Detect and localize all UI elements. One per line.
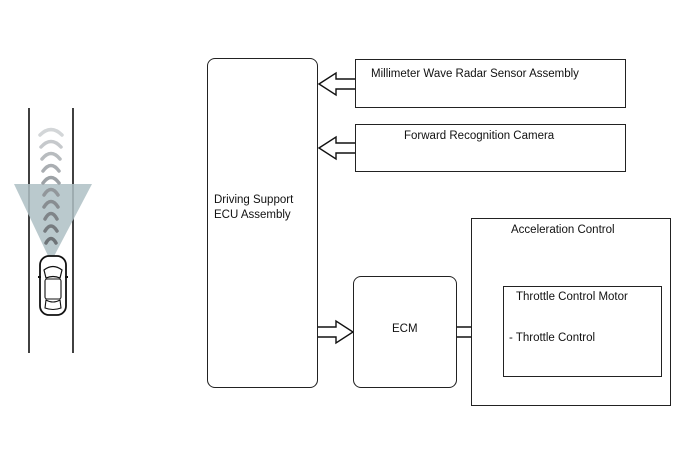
throttle-control-motor-box: [503, 286, 662, 377]
hollow-arrow-icon: [317, 71, 357, 97]
throttle-control-item: - Throttle Control: [509, 332, 596, 344]
forward-camera-box: [355, 124, 626, 172]
sensor-beam: [14, 184, 92, 262]
vehicle-top-view-icon: [38, 255, 68, 316]
ecm-label: ECM: [392, 323, 418, 335]
forward-camera-label: Forward Recognition Camera: [404, 130, 555, 142]
throttle-control-motor-title: Throttle Control Motor: [516, 291, 628, 303]
radar-sensor-box: [355, 59, 626, 108]
ecm-box: [353, 276, 457, 388]
driving-support-ecu-box: [207, 58, 318, 388]
driving-support-ecu-label-line2: ECU Assembly: [214, 209, 291, 221]
driving-support-ecu-label-line1: Driving Support: [214, 194, 294, 206]
driving-support-ecu-label: Driving Support ECU Assembly: [214, 193, 293, 223]
hollow-arrow-icon: [317, 135, 357, 161]
acceleration-control-title: Acceleration Control: [511, 224, 615, 236]
hollow-arrow-icon: [316, 319, 355, 345]
radar-sensor-label: Millimeter Wave Radar Sensor Assembly: [371, 68, 579, 80]
radar-wave-icon: [38, 127, 64, 245]
